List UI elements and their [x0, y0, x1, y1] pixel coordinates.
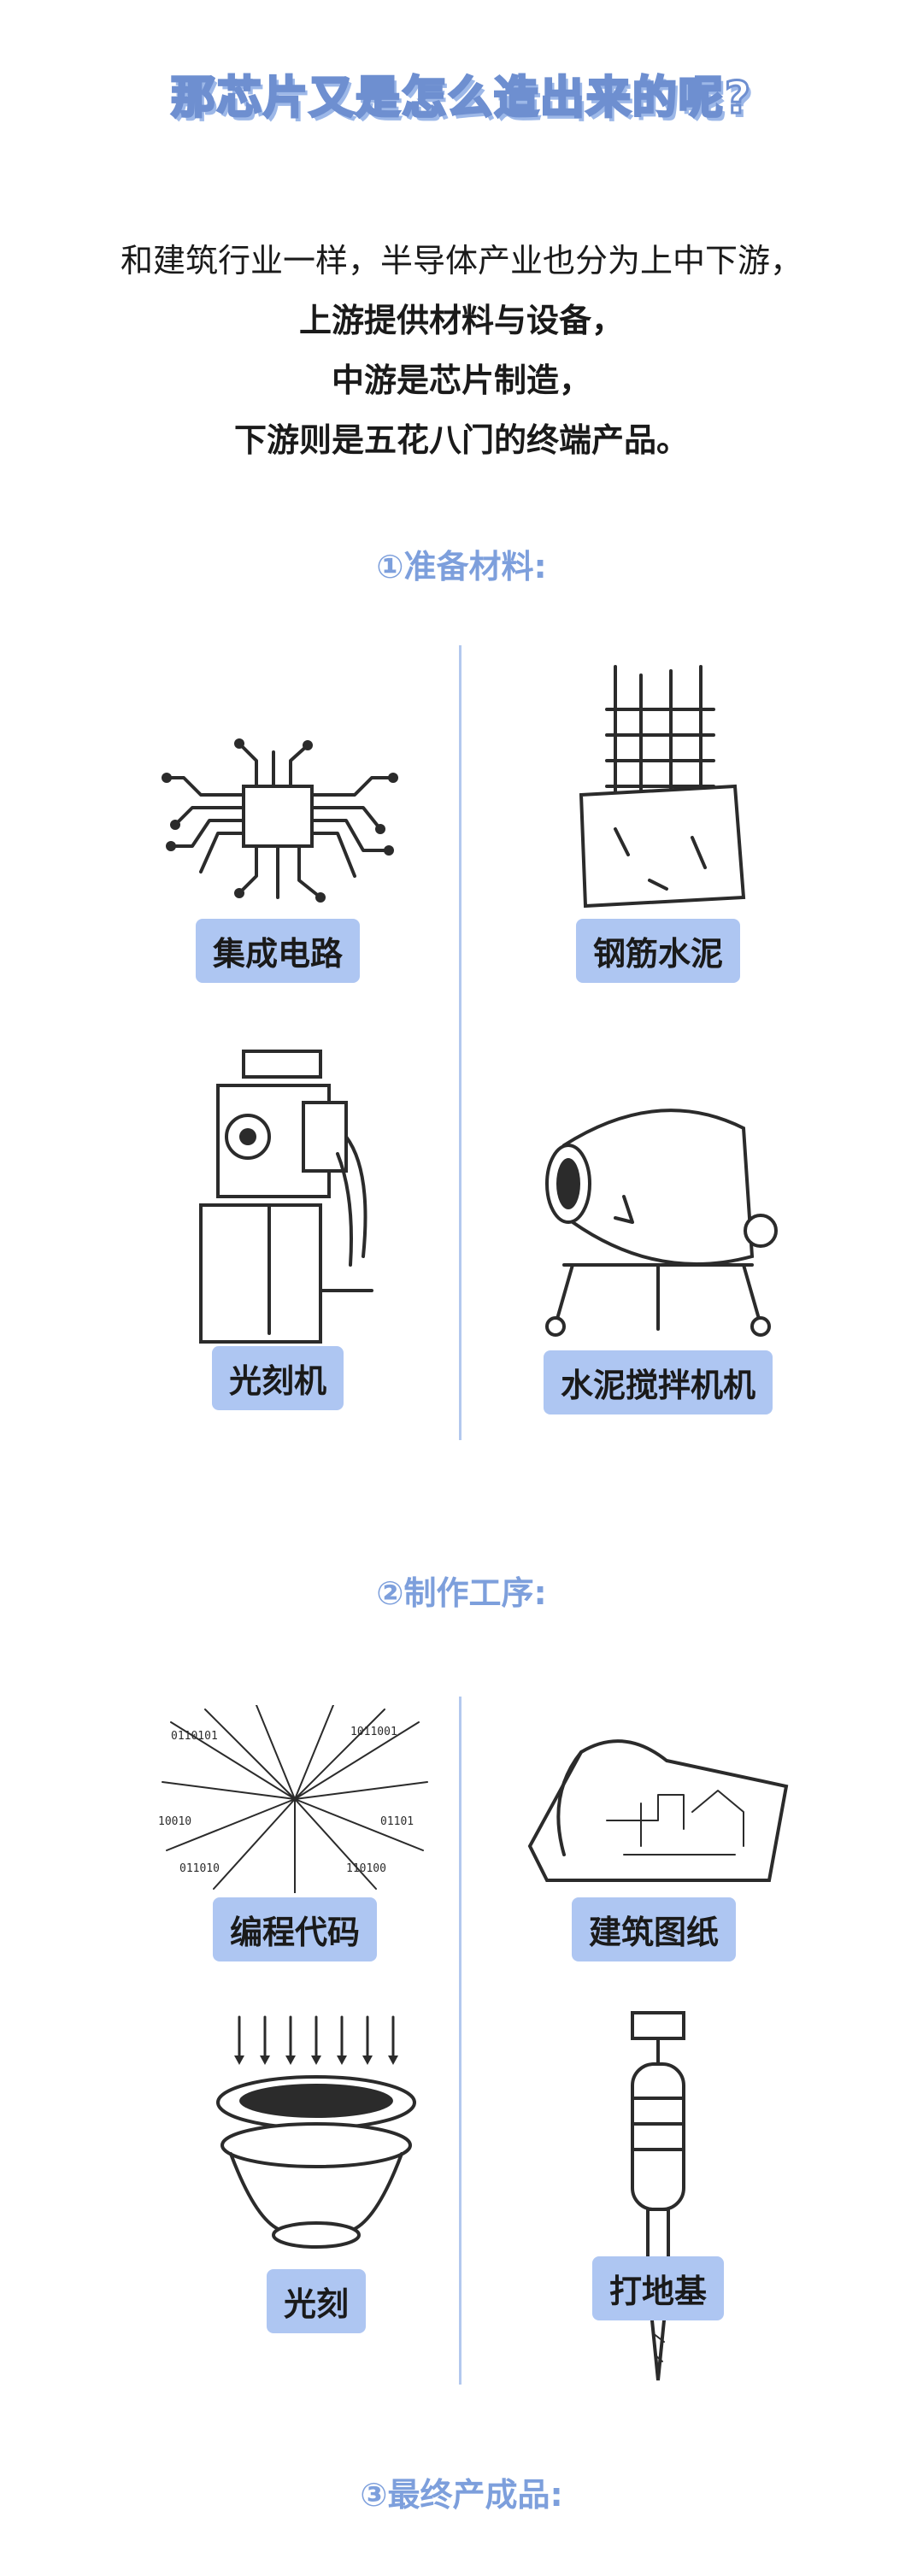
intro-line-2: 上游提供材料与设备，: [298, 302, 624, 339]
item-label: 光刻机: [211, 1346, 344, 1410]
item-label: 建筑图纸: [571, 1897, 737, 1961]
circuit-icon: [162, 738, 398, 903]
item-label: 编程代码: [212, 1897, 378, 1961]
item-label: 水泥搅拌机机: [543, 1350, 773, 1414]
item-label: 打地基: [591, 2256, 725, 2320]
intro-line-1: 和建筑行业一样，半导体产业也分为上中下游，: [120, 242, 802, 279]
section-2-divider: [459, 1697, 462, 2385]
item-rebar-concrete: 钢筋水泥: [517, 658, 799, 1000]
item-label: 集成电路: [195, 919, 361, 983]
svg-text:011010: 011010: [179, 1862, 220, 1875]
svg-text:0110101: 0110101: [171, 1730, 218, 1743]
blueprint-icon: [527, 1739, 789, 1882]
page-title: 那芯片又是怎么造出来的呢?: [169, 72, 753, 126]
intro-text: 和建筑行业一样，半导体产业也分为上中下游， 上游提供材料与设备， 中游是芯片制造…: [0, 231, 923, 470]
item-programming-code: 0110101 1011001 10010 01101 011010 110100 编…: [154, 1705, 436, 1961]
intro-line-4: 下游则是五花八门的终端产品。: [233, 421, 689, 459]
item-foundation-drill: 打地基: [517, 2004, 799, 2389]
photolithography-icon: [216, 2015, 416, 2249]
item-photolithography: 光刻: [175, 2008, 457, 2342]
svg-text:1011001: 1011001: [350, 1726, 397, 1738]
section-heading-process: ②制作工序:: [376, 1574, 547, 1612]
section-1-divider: [459, 645, 462, 1440]
item-lithography-machine: 光刻机: [137, 1034, 419, 1410]
cement-mixer-icon: [545, 1109, 778, 1337]
item-label: 钢筋水泥: [575, 919, 741, 983]
item-cement-mixer: 水泥搅拌机机: [517, 1094, 799, 1419]
svg-text:10010: 10010: [158, 1815, 191, 1828]
rebar-concrete-icon: [579, 665, 746, 909]
item-label: 光刻: [266, 2269, 367, 2333]
svg-text:01101: 01101: [380, 1815, 414, 1828]
section-heading-materials: ①准备材料:: [376, 548, 547, 585]
binary-code-icon: 0110101 1011001 10010 01101 011010 110100: [158, 1705, 428, 1893]
lithography-machine-icon: [199, 1050, 373, 1344]
section-heading-final-products: ③最终产成品:: [360, 2476, 563, 2514]
svg-text:110100: 110100: [346, 1862, 386, 1875]
item-integrated-circuit: 集成电路: [137, 735, 419, 1000]
drill-icon: [631, 2011, 685, 2381]
intro-line-3: 中游是芯片制造，: [331, 362, 591, 399]
item-blueprint: 建筑图纸: [513, 1718, 795, 1966]
